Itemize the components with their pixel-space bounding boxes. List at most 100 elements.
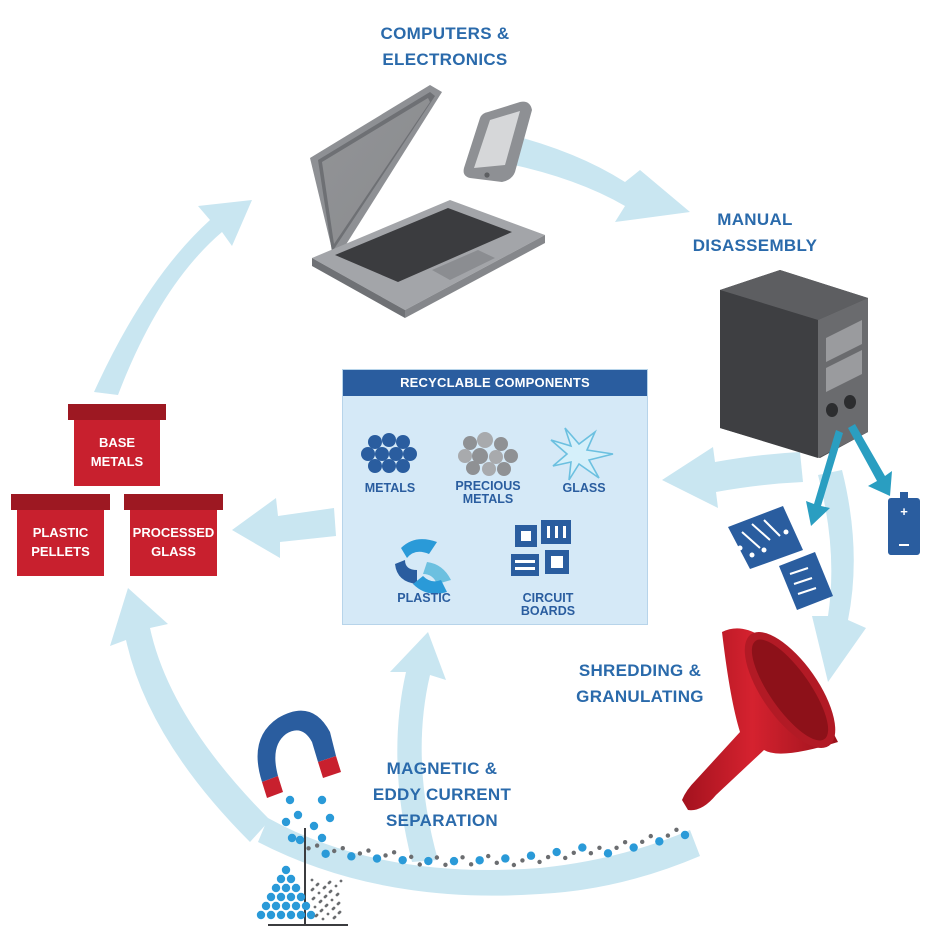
pile-particle [296,910,306,920]
component-label-precious-metals: PRECIOUS METALS [455,479,521,506]
pile-particle [337,911,341,915]
pile-particle [276,892,286,902]
stream-particle [449,856,459,866]
stream-particle [321,849,330,858]
cycle-arrows [94,132,866,896]
stream-particle [622,839,628,845]
stream-particle [552,847,561,857]
bin-label-processed-glass: PROCESSED GLASS [132,525,215,559]
magnet-particle [293,810,303,820]
phone-icon [463,101,532,182]
disassembly-output-arrows [806,424,892,526]
stream-particle [511,862,517,868]
pile-particle [336,902,340,906]
stream-particle [468,862,474,867]
pile-particle [310,878,314,882]
stream-particle [665,833,671,838]
pile-particle [286,910,296,920]
stream-particle [545,854,551,860]
pile-particle [322,886,326,890]
funnel-icon [682,628,838,811]
stream-particle [424,856,433,866]
stream-particle [340,845,345,851]
pile-particle [326,912,330,916]
pile-particle [291,883,301,893]
stage-label-separation: MAGNETIC & EDDY CURRENT SEPARATION [372,759,512,830]
pile-particle [317,891,321,895]
pile-particle [334,884,338,888]
metals-icon [361,433,417,473]
stream-particle [306,846,311,851]
bin-base-metals-icon [68,404,166,486]
arrow-to-shredding [812,470,866,682]
recyclable-components-panel: RECYCLABLE COMPONENTS [342,369,648,625]
battery-icon: + [888,492,920,555]
pile-particle [315,883,319,887]
magnet-particle [281,817,291,827]
stream-particle [366,848,371,853]
arrow-to-panel [662,447,803,508]
pile-particle [296,892,306,902]
pile-particle [319,909,323,913]
stream-particle [434,855,440,860]
stream-particle [578,843,587,852]
pile-particle [291,901,301,911]
component-label-circuit-boards: CIRCUIT BOARDS [520,591,576,618]
component-icons [361,427,614,594]
pile-particle [313,905,317,909]
stream-particle [674,827,679,833]
plastic-icon [395,539,451,594]
arrow-up-to-panel [390,632,446,862]
magnet-particle [285,795,295,805]
pile-particle [311,897,315,901]
pile-particle [271,901,281,911]
stream-particle [357,851,363,856]
stream-particle [443,862,448,868]
bin-label-plastic-pellets: PLASTIC PELLETS [31,525,90,559]
pile-particle [328,890,332,894]
stream-particle [501,854,510,863]
pile-particle [261,901,271,911]
stage-label-disassembly: MANUAL DISASSEMBLY [692,210,818,255]
computer-tower-icon [720,270,868,458]
component-label-plastic: PLASTIC [397,591,451,605]
arrow-to-bins [232,498,336,558]
stream-particle [295,835,305,845]
stage-label-shredding: SHREDDING & GRANULATING [576,661,704,706]
pile-particle [286,892,296,902]
stream-particle [347,852,356,861]
circuit-boards-icon [511,520,571,576]
pile-particle [321,917,325,921]
glass-icon [550,427,614,481]
pile-particle [266,910,276,920]
pile-particle [310,888,314,892]
arrow-to-disassembly [500,132,690,222]
stream-particle [537,859,542,865]
pile-particle [318,900,322,904]
particles [256,795,690,921]
component-label-glass: GLASS [562,481,606,495]
stream-particle [526,851,536,860]
material-stream [258,818,700,896]
stream-particle [383,853,388,858]
precious-metals-icon [458,432,518,476]
pile-particle [271,883,281,893]
pile-particle [330,898,334,902]
pile-particle [331,907,335,911]
stream-particle [680,830,690,840]
laptop-icon [310,85,545,318]
panel-title: RECYCLABLE COMPONENTS [343,370,647,396]
stream-particle [398,855,407,865]
pile-particle [306,910,316,920]
pile-particle [276,910,286,920]
stream-particle [391,850,397,855]
stream-particle [409,854,414,860]
pile-particle [327,881,331,885]
bin-processed-glass-icon [124,494,223,576]
stream-particle [603,849,613,858]
bin-plastic-pellets-icon [11,494,110,576]
stream-particle [629,843,638,852]
stream-particle [372,854,382,863]
component-label-metals: METALS [364,481,416,495]
pile-particle [314,914,318,918]
